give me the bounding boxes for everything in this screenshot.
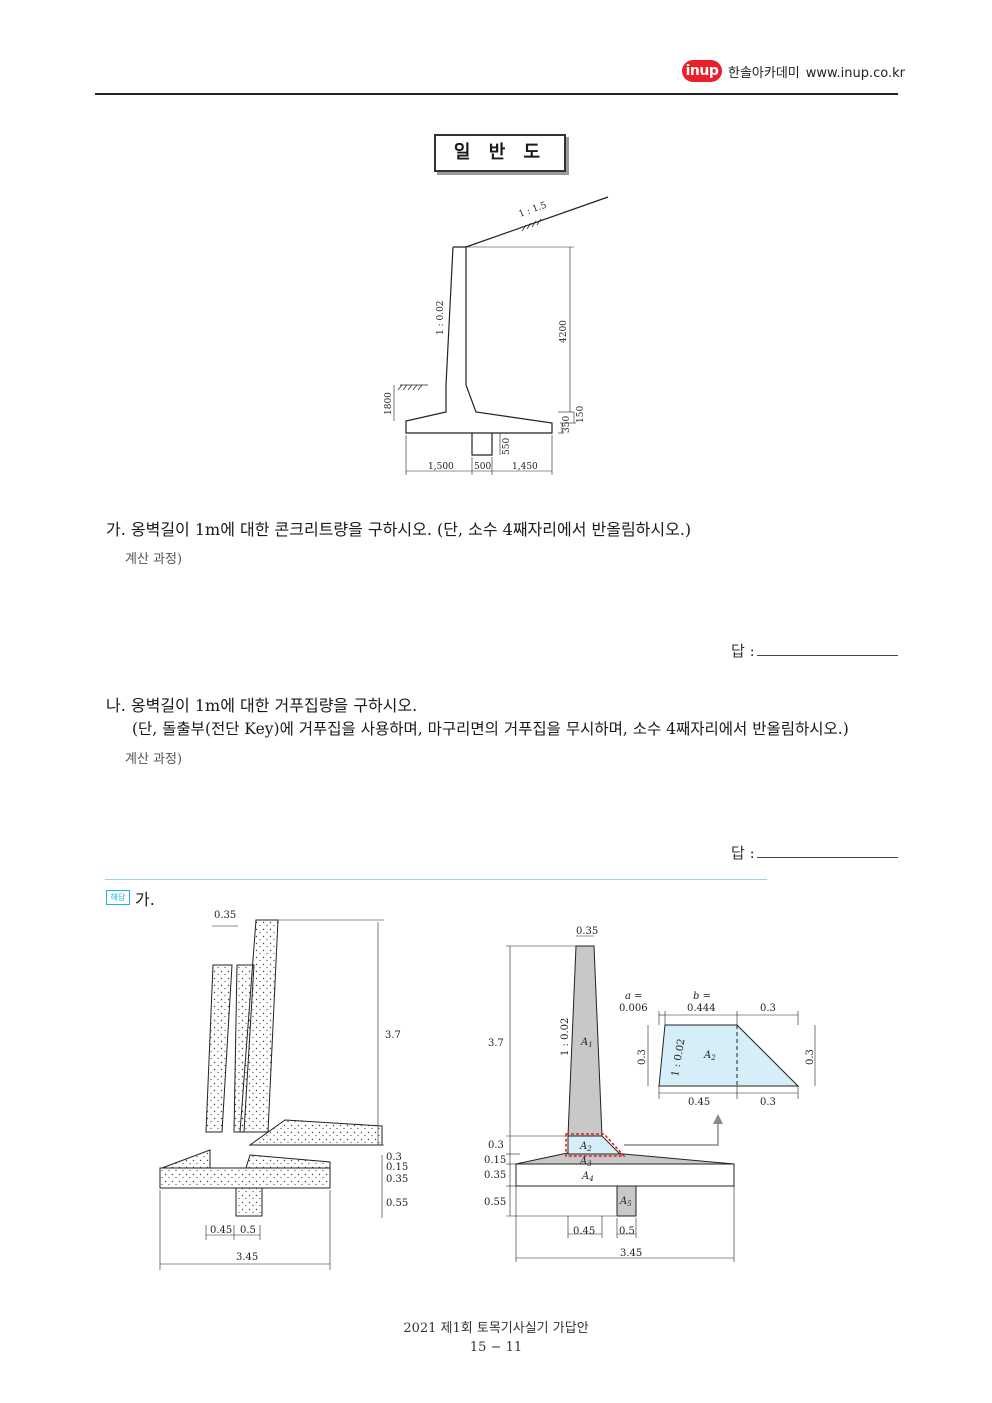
question-b-calc: 계산 과정) — [125, 752, 183, 767]
stem-core — [233, 964, 255, 1133]
detail-arrowhead — [713, 1114, 723, 1124]
detail-height-right: 0.3 — [805, 1049, 816, 1065]
base-slab — [159, 1167, 331, 1189]
label-a1: A1 — [580, 1037, 593, 1049]
label-a2: A2 — [579, 1141, 592, 1153]
dim-key-height: 550 — [502, 438, 512, 455]
detail-bottom-right: 0.3 — [760, 1097, 776, 1108]
question-b-answer-line[interactable] — [757, 857, 898, 858]
dim-haunch: 150 — [576, 406, 586, 423]
dim-left: 1,500 — [428, 462, 454, 472]
heel-slab — [248, 1119, 383, 1146]
detail-bottom-left: 0.45 — [688, 1097, 710, 1108]
detail-a-val: 0.006 — [619, 1003, 648, 1014]
brand-site: www.inup.co.kr — [805, 66, 905, 81]
slope-wall-label: 1 : 0.02 — [436, 300, 446, 335]
dim-right: 1,450 — [512, 462, 538, 472]
left-total: 3.45 — [236, 1252, 258, 1263]
footer-page: 15 − 11 — [469, 1340, 523, 1355]
left-d3: 0.35 — [386, 1174, 408, 1185]
question-a-answer-label: 답 : — [731, 642, 755, 660]
left-h: 3.7 — [385, 1030, 401, 1041]
right-top-w: 0.35 — [576, 926, 598, 937]
right-slope: 1 : 0.02 — [560, 1018, 571, 1056]
area-a2-highlight — [565, 1133, 626, 1157]
label-a5: A5 — [619, 1196, 632, 1208]
right-d4: 0.55 — [484, 1197, 506, 1208]
question-a: 가. 옹벽길이 1m에 대한 콘크리트량을 구하시오. (단, 소수 4째자리에… — [106, 520, 692, 539]
detail-a2-drawing: a = 0.006 b = 0.444 0.3 0.3 0.3 1 : 0.02… — [619, 991, 816, 1108]
solution-left-drawing: 0.35 3.7 0.3 0.15 0.35 0.55 0.45 0.5 3.4… — [159, 910, 408, 1270]
right-w1: 0.45 — [573, 1226, 595, 1237]
detail-top-right: 0.3 — [760, 1003, 776, 1014]
header-rule — [95, 93, 898, 95]
backfill-slope-line — [465, 196, 609, 248]
left-d4: 0.55 — [386, 1198, 408, 1209]
solution-badge: 해답 — [106, 890, 130, 905]
footer-title: 2021 제1회 토목기사실기 가답안 — [403, 1321, 589, 1336]
label-a3: A3 — [579, 1156, 592, 1168]
right-total: 3.45 — [620, 1248, 642, 1259]
right-w2: 0.5 — [619, 1226, 635, 1237]
toe-slope — [161, 1149, 211, 1169]
solution-label: 가. — [135, 890, 155, 909]
question-a-answer-line[interactable] — [757, 655, 898, 656]
dim-front-soil: 1800 — [384, 392, 394, 415]
right-d1: 0.3 — [488, 1140, 504, 1151]
shear-key-form — [235, 1187, 263, 1217]
area-a2-haunch — [567, 1135, 622, 1155]
right-h: 3.7 — [488, 1038, 504, 1049]
dim-base-thick: 350 — [562, 416, 572, 433]
left-w1: 0.45 — [210, 1225, 232, 1236]
brand-text: 한솔아카데미 www.inup.co.kr — [728, 62, 905, 81]
wall-outline — [405, 246, 553, 434]
question-a-calc: 계산 과정) — [125, 552, 183, 567]
solution-rule — [105, 879, 767, 880]
general-drawing: 1 : 1.5 1 : 0.02 4200 1800 350 150 550 1… — [384, 196, 609, 475]
detail-b-val: 0.444 — [687, 1003, 716, 1014]
label-a4: A4 — [581, 1171, 594, 1183]
brand-name: 한솔아카데미 — [728, 66, 800, 81]
slope-top-label: 1 : 1.5 — [518, 200, 549, 219]
left-w2: 0.5 — [240, 1225, 256, 1236]
solution-right-drawing: 0.35 3.7 1 : 0.02 A1 A2 A3 A4 A5 0.3 0.1… — [484, 926, 735, 1262]
detail-area: A2 — [703, 1050, 716, 1062]
area-a3-haunch — [515, 1151, 735, 1165]
question-b-answer-label: 답 : — [731, 844, 755, 862]
question-b-note: (단, 돌출부(전단 Key)에 거푸집을 사용하며, 마구리면의 거푸집을 무… — [132, 720, 849, 738]
question-b: 나. 옹벽길이 1m에 대한 거푸집량을 구하시오. — [106, 696, 418, 715]
dim-height: 4200 — [559, 320, 569, 343]
area-a4-base — [515, 1163, 735, 1187]
left-d2: 0.15 — [386, 1162, 408, 1173]
right-d2: 0.15 — [484, 1155, 506, 1166]
detail-b-label: b = — [693, 991, 711, 1002]
brand-logo: inup — [682, 60, 722, 82]
dim-key-width: 500 — [474, 462, 491, 472]
page-title: 일 반 도 — [434, 134, 566, 172]
base-haunch — [245, 1154, 331, 1169]
stem-front-form — [205, 964, 233, 1133]
detail-height-left: 0.3 — [637, 1049, 648, 1065]
shear-key — [471, 433, 493, 456]
area-a5-key — [616, 1185, 637, 1217]
right-d3: 0.35 — [484, 1170, 506, 1181]
left-top-w: 0.35 — [214, 910, 236, 921]
detail-arrow — [624, 1122, 719, 1146]
left-d1: 0.3 — [386, 1152, 402, 1163]
detail-a-label: a = — [625, 991, 643, 1002]
